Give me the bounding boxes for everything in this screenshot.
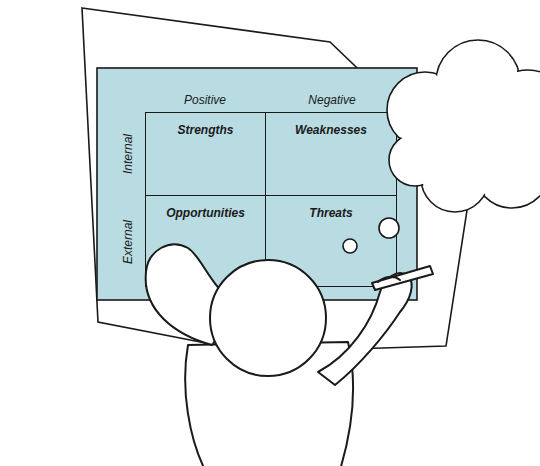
column-heading: Positive <box>184 93 226 107</box>
pen <box>372 266 433 290</box>
swot-cell: Opportunities <box>145 195 266 287</box>
thought-cloud <box>343 40 540 253</box>
cloud-puff <box>421 144 489 212</box>
cell-heading: Weaknesses <box>266 113 396 137</box>
cell-heading: Strengths <box>146 113 265 137</box>
cloud-puff <box>387 72 463 148</box>
cloud-puff <box>474 132 540 208</box>
cell-heading: Threats <box>266 196 396 220</box>
swot-cell: Threats <box>265 195 397 287</box>
row-heading: Internal <box>121 134 135 174</box>
left-arm <box>146 244 230 345</box>
cloud-puff <box>436 40 520 124</box>
column-heading: Negative <box>308 93 355 107</box>
thought-bubble <box>343 239 357 253</box>
cloud-puff <box>389 134 441 186</box>
paper-sheet <box>82 8 472 352</box>
thought-bubble <box>379 218 399 238</box>
person-body <box>185 342 353 466</box>
right-arm <box>318 273 412 385</box>
swot-board <box>97 68 417 300</box>
swot-cell: Strengths <box>145 112 266 196</box>
row-heading: External <box>121 220 135 264</box>
hand-finger <box>378 277 400 282</box>
person-head <box>210 260 326 376</box>
cell-heading: Opportunities <box>146 196 265 220</box>
swot-cell: Weaknesses <box>265 112 397 196</box>
cloud-puff <box>488 70 540 150</box>
